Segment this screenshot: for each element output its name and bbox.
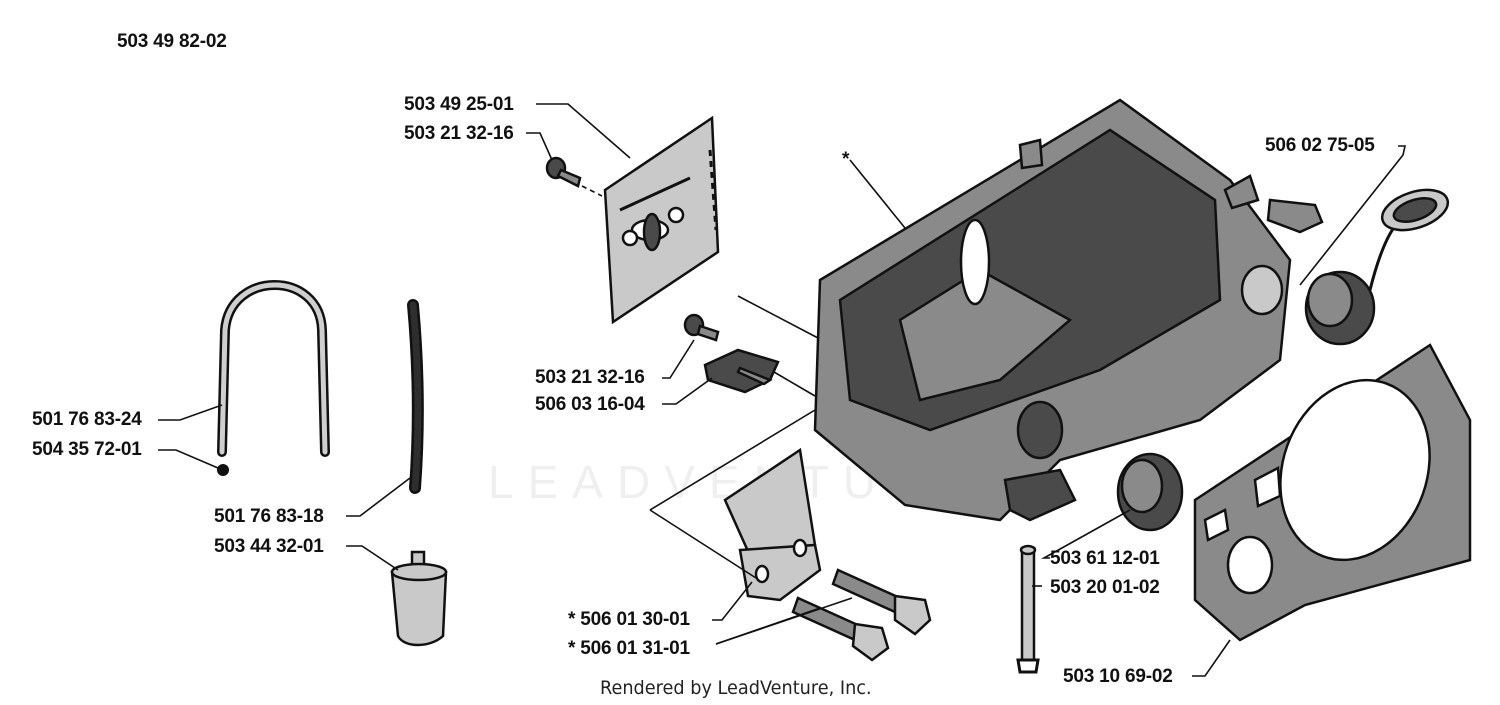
label-screw-top[interactable]: 503 21 32-16 (404, 123, 514, 144)
oil-cap[interactable] (1304, 182, 1453, 346)
label-gasket[interactable]: 503 10 69-02 (1063, 666, 1173, 687)
label-filter[interactable]: 503 44 32-01 (214, 536, 324, 557)
label-housing[interactable]: * (842, 149, 850, 170)
guide-plate[interactable] (603, 115, 720, 325)
bolt-lower[interactable] (791, 596, 890, 662)
screw-mid[interactable] (683, 313, 720, 342)
block[interactable] (703, 348, 780, 394)
label-oil-hose[interactable]: 501 76 83-18 (214, 506, 324, 527)
label-bracket[interactable]: * 506 01 30-01 (568, 609, 690, 630)
diagram-id: 503 49 82-02 (117, 31, 227, 52)
bracket[interactable] (723, 447, 822, 602)
bushing[interactable] (1116, 452, 1184, 532)
label-cap[interactable]: 506 02 75-05 (1265, 135, 1375, 156)
housing[interactable] (813, 98, 1324, 522)
label-grommet[interactable]: 504 35 72-01 (32, 439, 142, 460)
filter[interactable] (390, 550, 448, 647)
screw-top[interactable] (545, 156, 603, 197)
label-bolts[interactable]: * 506 01 31-01 (568, 638, 690, 659)
pin[interactable] (1016, 544, 1040, 674)
label-guide-plate[interactable]: 503 49 25-01 (404, 94, 514, 115)
label-fuel-hose[interactable]: 501 76 83-24 (32, 409, 142, 430)
credit-text: Rendered by LeadVenture, Inc. (600, 677, 872, 699)
grommet[interactable] (217, 464, 229, 476)
fuel-hose[interactable] (217, 280, 330, 457)
oil-hose[interactable] (407, 299, 424, 494)
label-pin[interactable]: 503 20 01-02 (1050, 577, 1160, 598)
bolt-upper[interactable] (831, 568, 932, 636)
leader-lines (158, 103, 1406, 677)
gasket[interactable] (1193, 343, 1472, 642)
label-block[interactable]: 506 03 16-04 (535, 394, 645, 415)
label-bushing[interactable]: 503 61 12-01 (1050, 548, 1160, 569)
label-screw-mid[interactable]: 503 21 32-16 (535, 367, 645, 388)
